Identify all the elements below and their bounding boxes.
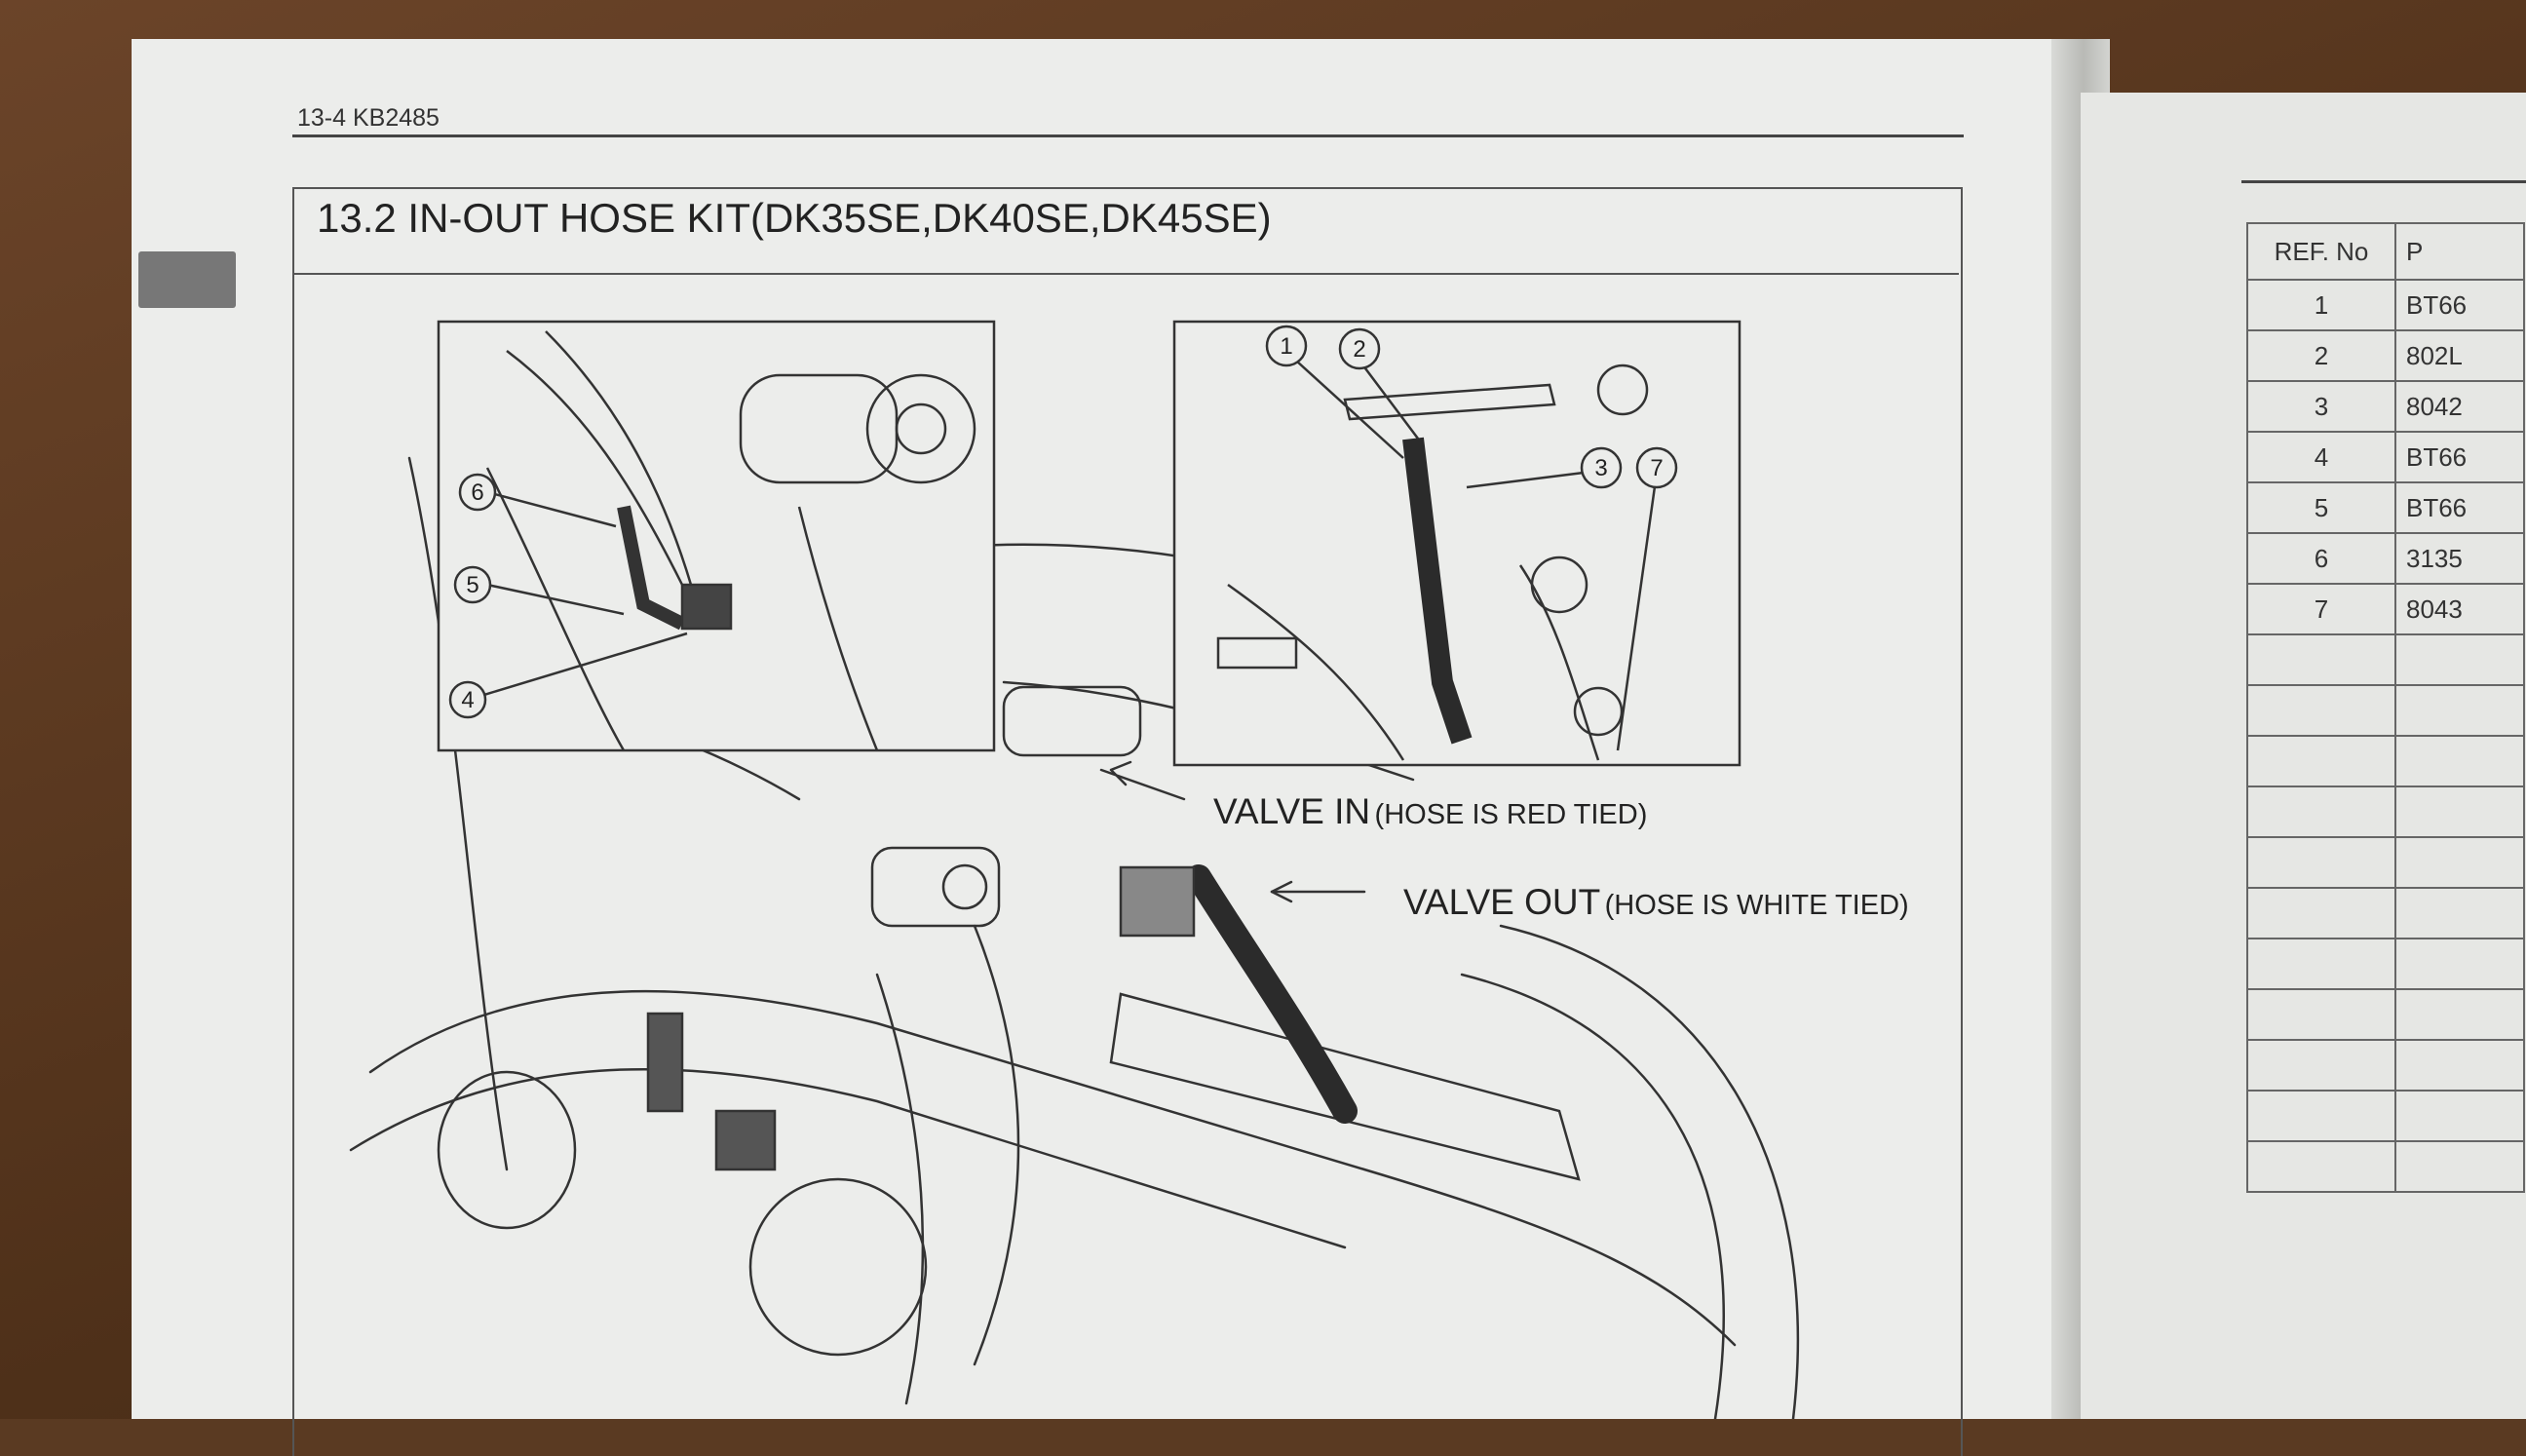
- ref-cell: 3: [2246, 380, 2396, 433]
- table-row: [2246, 1140, 2525, 1193]
- section-title: 13.2 IN-OUT HOSE KIT(DK35SE,DK40SE,DK45S…: [317, 195, 1272, 241]
- table-row: [2246, 1090, 2525, 1142]
- part-cell: BT66: [2394, 279, 2525, 331]
- table-row: [2246, 633, 2525, 686]
- wheel-arc: [1460, 973, 1725, 1419]
- hydraulic-cylinder-outline: [368, 989, 1737, 1347]
- hose-kit-drawing: 6 5 4 1 2 3 7: [349, 320, 1800, 1419]
- table-row: [2246, 836, 2525, 889]
- table-row: [2246, 988, 2525, 1041]
- ref-cell: 7: [2246, 583, 2396, 635]
- lift-arm: [973, 924, 1020, 1366]
- ref-cell: 1: [2246, 279, 2396, 331]
- table-row: 6 3135: [2246, 532, 2525, 585]
- ref-cell: 4: [2246, 431, 2396, 483]
- valve-out-callout: VALVE OUT (HOSE IS WHITE TIED): [1403, 882, 1909, 923]
- ref-cell: 2: [2246, 329, 2396, 382]
- inset-right-label: 2: [1353, 336, 1365, 363]
- table-row: [2246, 684, 2525, 737]
- inset-right: [1172, 320, 1741, 767]
- valve-in-coupler: [1002, 685, 1142, 757]
- parts-table-header: REF. No P: [2246, 222, 2525, 281]
- inset-right-label: 1: [1280, 333, 1292, 360]
- inset-left-label: 6: [471, 479, 483, 506]
- nut-fitting: [714, 1109, 777, 1171]
- ref-cell: 6: [2246, 532, 2396, 585]
- right-header-rule: [2241, 180, 2526, 183]
- table-row: 2 802L: [2246, 329, 2525, 382]
- ref-no-header: REF. No: [2246, 222, 2396, 281]
- valve-out-note: (HOSE IS WHITE TIED): [1604, 890, 1909, 921]
- inset-right-label: 3: [1594, 455, 1607, 481]
- hose-fitting: [646, 1012, 684, 1113]
- table-row: 5 BT66: [2246, 481, 2525, 534]
- table-row: [2246, 887, 2525, 939]
- hydraulic-cylinder-outline: [349, 1067, 1347, 1249]
- table-row: [2246, 938, 2525, 990]
- title-bar: [292, 187, 1959, 275]
- table-row: 1 BT66: [2246, 279, 2525, 331]
- lift-arm: [875, 973, 925, 1405]
- table-row: 7 8043: [2246, 583, 2525, 635]
- wheel-arc: [1499, 924, 1800, 1419]
- page-header: 13-4 KB2485: [297, 104, 440, 132]
- table-row: 4 BT66: [2246, 431, 2525, 483]
- valve-in-note: (HOSE IS RED TIED): [1374, 799, 1648, 830]
- valve-out-hose: [1186, 864, 1358, 1124]
- table-row: [2246, 735, 2525, 787]
- valve-in-callout: VALVE IN (HOSE IS RED TIED): [1213, 791, 1647, 832]
- part-cell: 802L: [2394, 329, 2525, 382]
- header-rule: [292, 134, 1964, 137]
- part-cell: 8042: [2394, 380, 2525, 433]
- part-cell: BT66: [2394, 481, 2525, 534]
- hose-elbow-fitting: [1119, 865, 1196, 938]
- table-row: 3 8042: [2246, 380, 2525, 433]
- figure-frame: [292, 187, 1963, 1456]
- part-cell: BT66: [2394, 431, 2525, 483]
- section-tab-marker: [138, 251, 236, 308]
- part-cell: 3135: [2394, 532, 2525, 585]
- table-row: [2246, 785, 2525, 838]
- part-no-header: P: [2394, 222, 2525, 281]
- frame-line: [407, 456, 509, 1171]
- valve-out-label: VALVE OUT: [1403, 882, 1601, 922]
- table-row: [2246, 1039, 2525, 1092]
- inset-left-label: 4: [461, 687, 474, 713]
- cylinder-end: [437, 1070, 577, 1230]
- inset-left-label: 5: [466, 572, 478, 598]
- valve-out-coupler: [870, 846, 1001, 928]
- pivot-bracket: [748, 1177, 928, 1357]
- part-cell: 8043: [2394, 583, 2525, 635]
- inset-right-label: 7: [1650, 455, 1663, 481]
- inset-left: [437, 320, 996, 752]
- valve-in-label: VALVE IN: [1213, 791, 1371, 831]
- coupler-port: [941, 863, 988, 910]
- parts-table: REF. No P 1 BT66 2 802L 3 8042 4 BT66 5 …: [2246, 222, 2525, 1193]
- cylinder-rod: [1109, 992, 1581, 1181]
- ref-cell: 5: [2246, 481, 2396, 534]
